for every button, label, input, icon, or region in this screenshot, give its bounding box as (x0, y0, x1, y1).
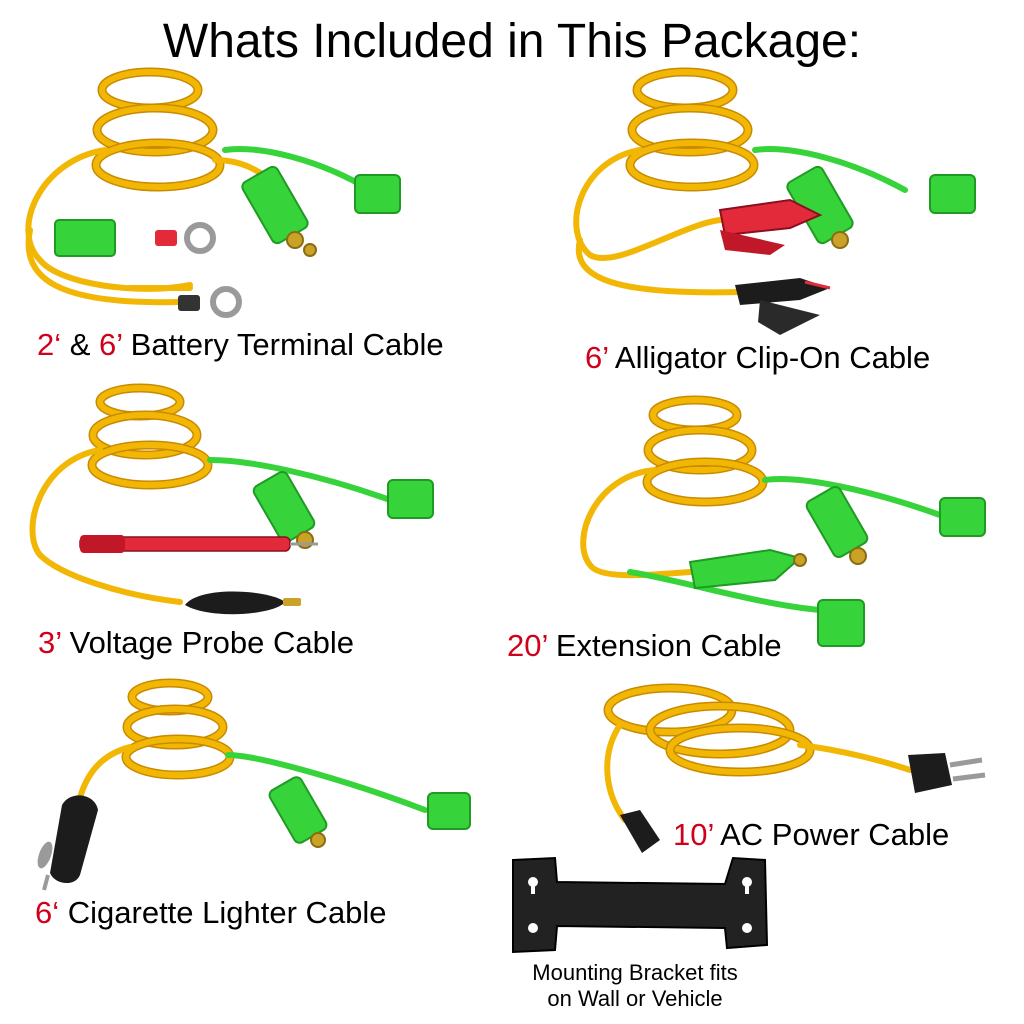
ac-power-cable-panel: 10’ AC Power Cable (590, 675, 1010, 875)
voltage-probe-cable-caption: 3’ Voltage Probe Cable (38, 625, 354, 661)
alligator-clip-cable-panel: 6’ Alligator Clip-On Cable (520, 50, 1020, 380)
item-name: Alligator Clip-On Cable (607, 340, 931, 375)
bracket-caption-line2: on Wall or Vehicle (547, 986, 723, 1011)
length-label: 2‘ (37, 327, 62, 362)
item-name: Voltage Probe Cable (60, 625, 354, 660)
length-label: 6’ (585, 340, 608, 375)
ac-power-cable-icon (603, 683, 986, 853)
item-name: Battery Terminal Cable (122, 327, 444, 362)
cigarette-lighter-cable-panel: 6‘ Cigarette Lighter Cable (0, 675, 500, 945)
voltage-probe-cable-panel: 3’ Voltage Probe Cable (0, 380, 500, 670)
length-label: 3’ (38, 625, 61, 660)
item-name: Cigarette Lighter Cable (59, 895, 387, 930)
item-name: Extension Cable (547, 628, 782, 663)
length-label: 20’ (507, 628, 548, 663)
alligator-clip-cable-caption: 6’ Alligator Clip-On Cable (585, 340, 930, 376)
cigarette-lighter-cable-icon (37, 678, 471, 891)
battery-terminal-cable-icon (25, 67, 401, 318)
cigarette-lighter-cable-caption: 6‘ Cigarette Lighter Cable (35, 895, 387, 931)
extension-cable-panel: 20’ Extension Cable (500, 390, 1020, 680)
voltage-probe-cable-icon (29, 383, 434, 615)
extension-cable-caption: 20’ Extension Cable (507, 628, 782, 664)
extension-cable-icon (580, 395, 986, 647)
length-label: 10’ (673, 817, 714, 852)
mounting-bracket-caption: Mounting Bracket fits on Wall or Vehicle (500, 960, 770, 1012)
mounting-bracket-icon (512, 856, 769, 954)
length-label: 6’ (99, 327, 123, 362)
bracket-caption-line1: Mounting Bracket fits (532, 960, 738, 985)
separator: & (61, 327, 100, 362)
battery-terminal-cable-caption: 2‘ & 6’ Battery Terminal Cable (37, 327, 444, 363)
length-label: 6‘ (35, 895, 60, 930)
mounting-bracket-panel (495, 850, 775, 960)
page-title: Whats Included in This Package: (162, 15, 862, 68)
item-name: AC Power Cable (713, 817, 950, 852)
battery-terminal-cable-panel: 2‘ & 6’ Battery Terminal Cable (0, 50, 500, 370)
ac-power-cable-caption: 10’ AC Power Cable (673, 817, 949, 853)
alligator-clip-cable-icon (573, 67, 976, 335)
